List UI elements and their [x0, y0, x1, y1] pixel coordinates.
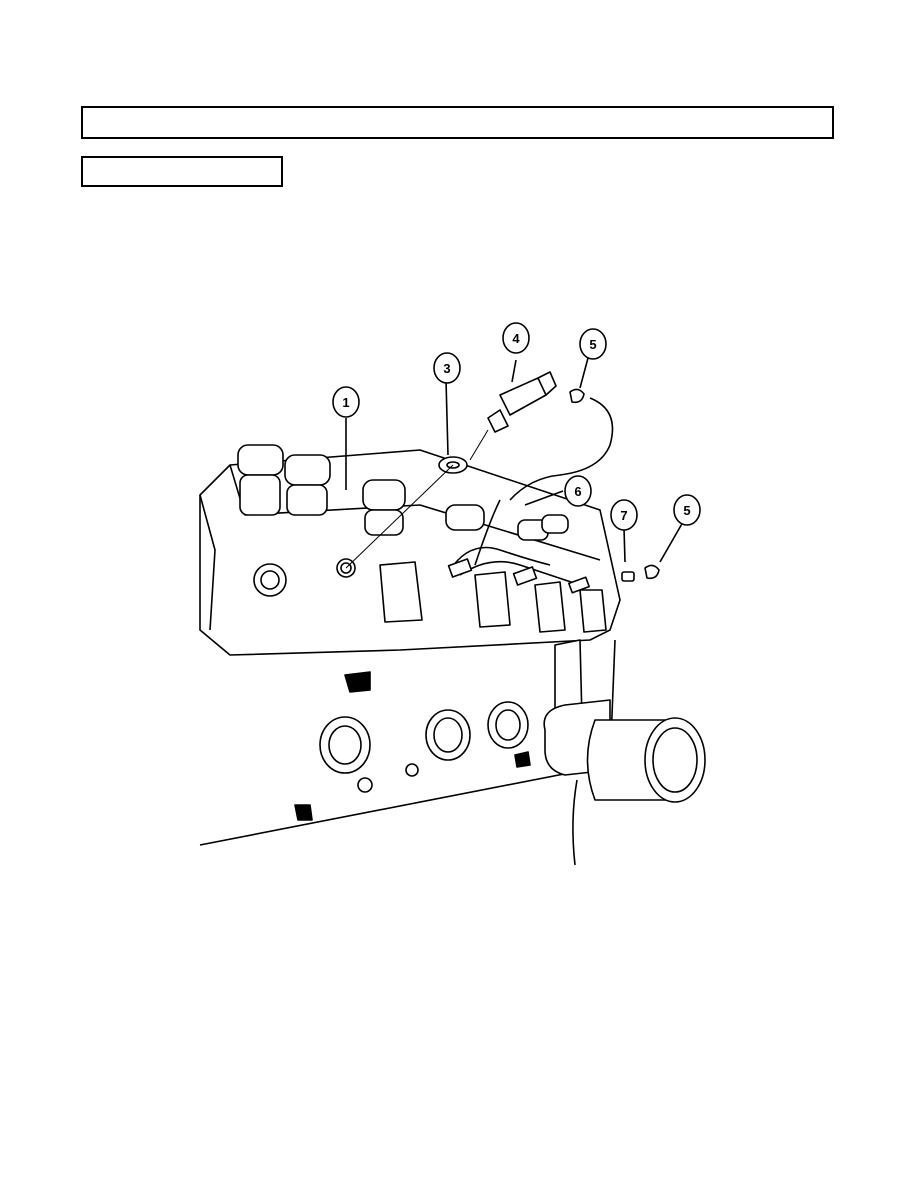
- callout-5-upper: 5: [579, 328, 607, 360]
- section-label-box: [81, 156, 283, 187]
- callout-7: 7: [610, 499, 638, 531]
- svg-text:3: 3: [443, 361, 450, 376]
- svg-text:5: 5: [683, 503, 690, 518]
- svg-text:1: 1: [342, 395, 349, 410]
- engine-exploded-illustration: 1 3 4 5 6 7 5: [199, 322, 706, 866]
- clamp-upper: [569, 388, 585, 404]
- page-title-bar: [81, 106, 834, 139]
- svg-text:4: 4: [512, 331, 520, 346]
- sleeve: [621, 571, 635, 582]
- callout-5-lower: 5: [673, 494, 701, 526]
- fuel-injector: [487, 371, 557, 433]
- valve-springs: [237, 444, 569, 541]
- clamp-lower: [644, 564, 660, 580]
- leak-off-line: [509, 397, 614, 501]
- svg-text:7: 7: [620, 508, 627, 523]
- callout-6: 6: [564, 475, 592, 507]
- svg-text:5: 5: [589, 337, 596, 352]
- callout-4: 4: [502, 322, 530, 354]
- callout-1: 1: [332, 386, 360, 418]
- svg-text:6: 6: [574, 484, 581, 499]
- callout-3: 3: [433, 352, 461, 384]
